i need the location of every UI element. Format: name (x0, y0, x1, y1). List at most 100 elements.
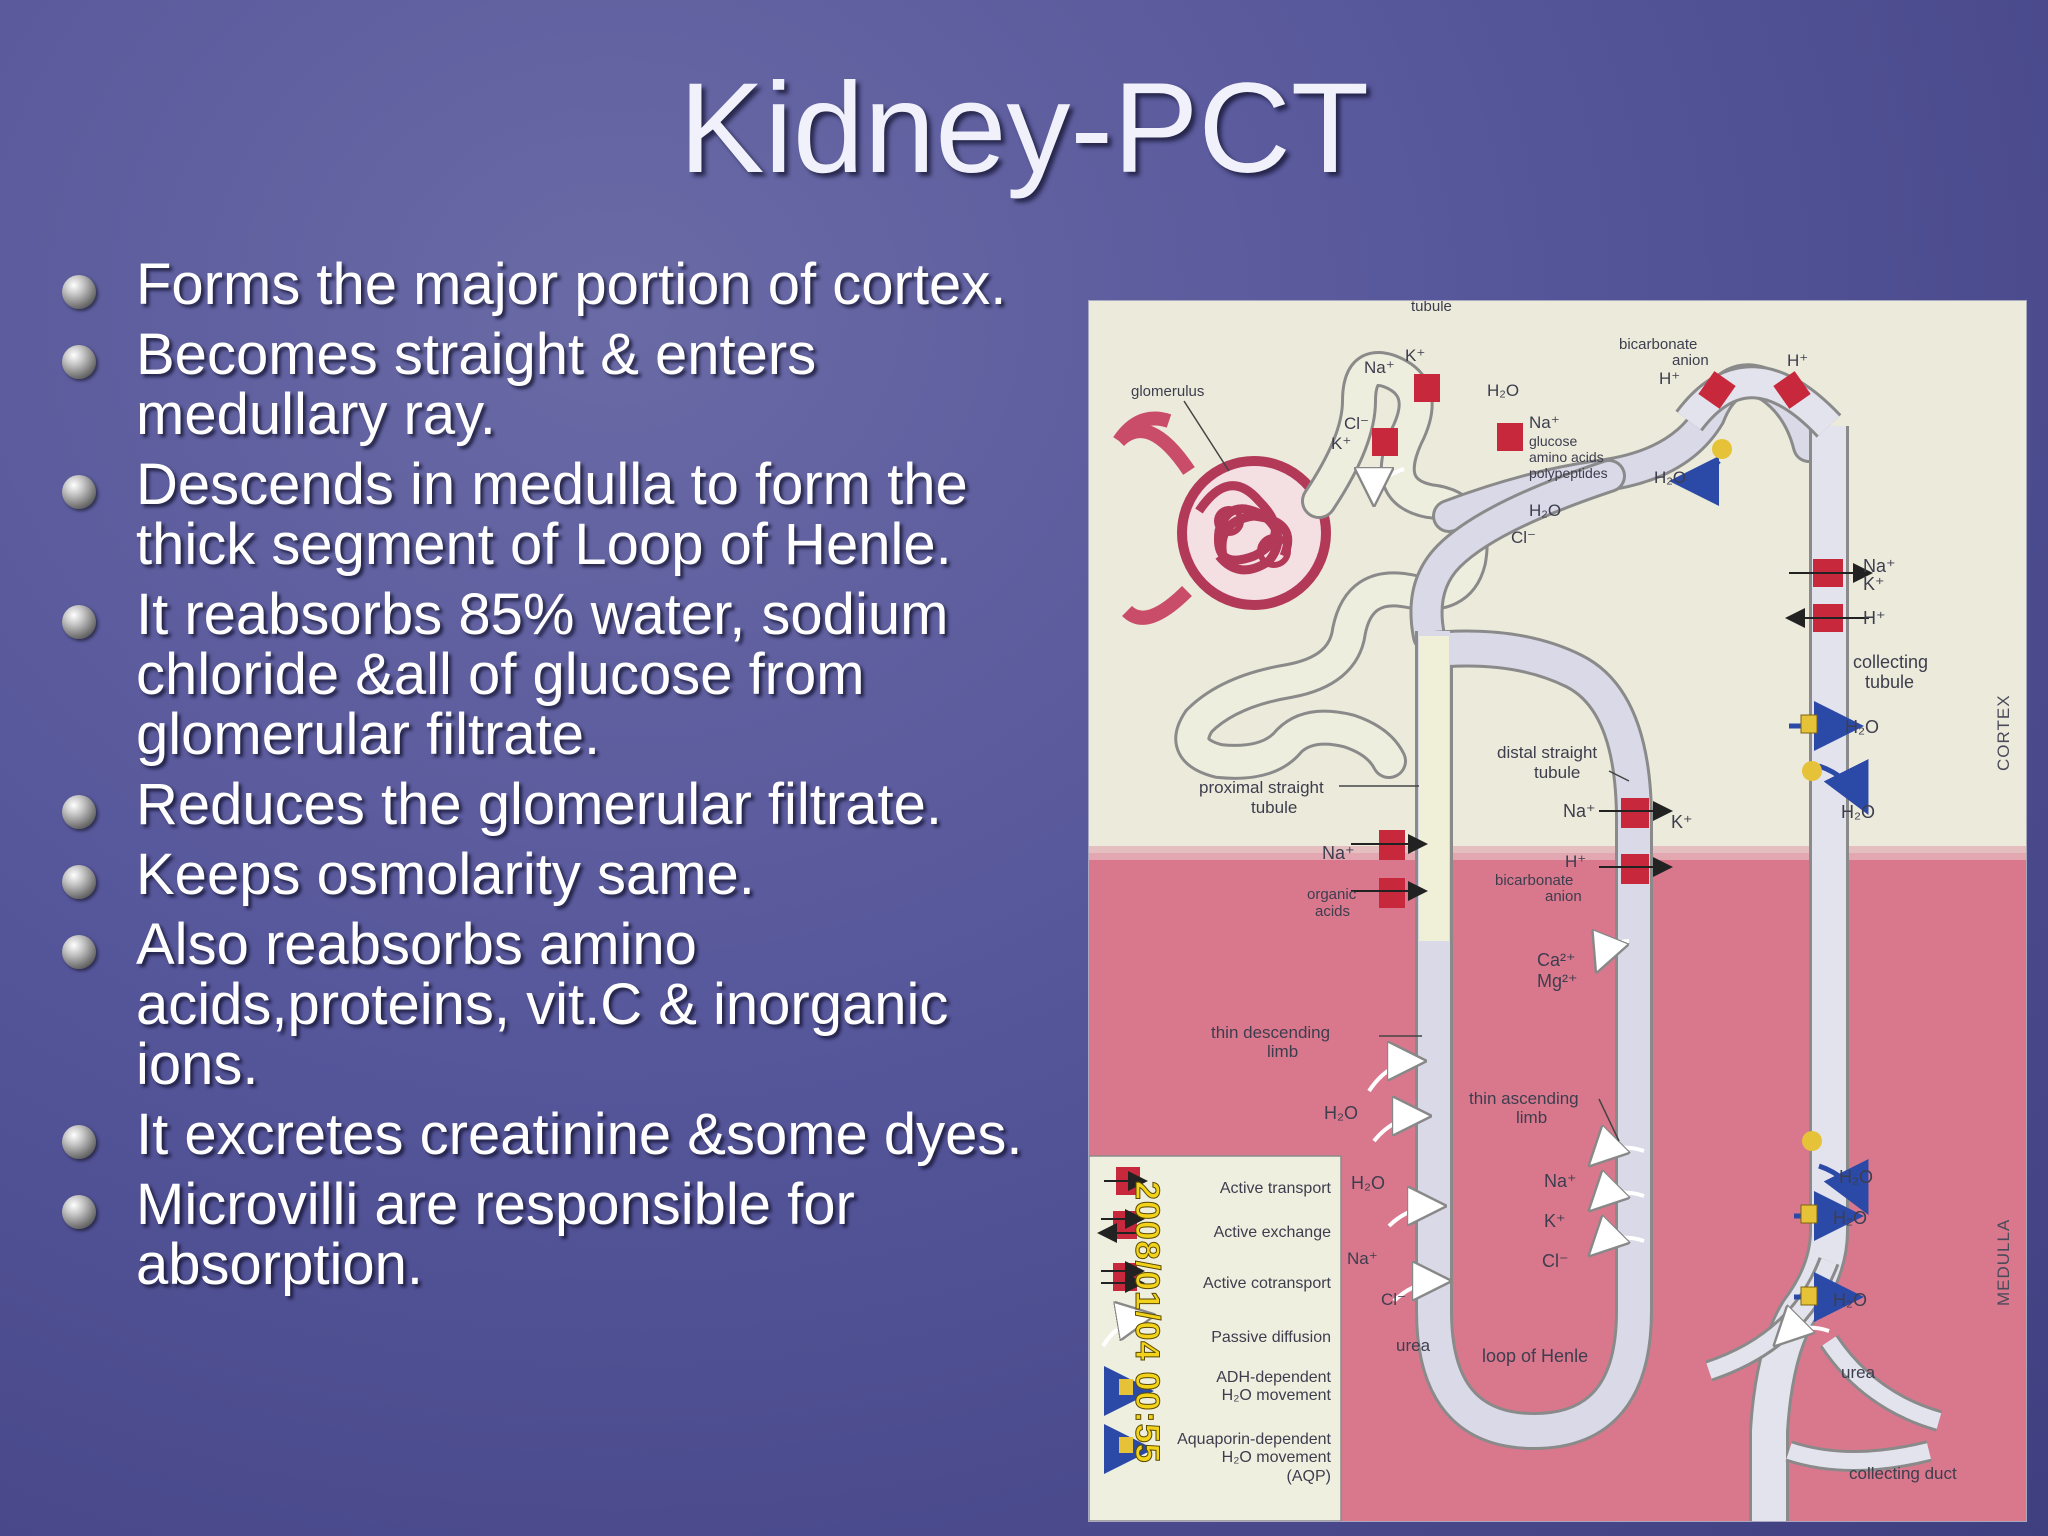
label-proximal-tubule: tubule (1251, 798, 1297, 817)
label-proximal-straight: proximal straight (1199, 778, 1324, 797)
label-k: K⁺ (1405, 346, 1425, 365)
label-cl: Cl⁻ (1344, 414, 1369, 433)
label-glomerulus: glomerulus (1131, 383, 1204, 400)
bullet-item: Forms the major portion of cortex. (62, 255, 1082, 315)
bullet-marker-icon (62, 1195, 96, 1229)
label-bicarbonate: bicarbonate (1495, 872, 1573, 889)
label-h2o: H₂O (1833, 1208, 1867, 1228)
label-k: K⁺ (1331, 434, 1351, 453)
label-mg: Mg²⁺ (1537, 971, 1578, 991)
label-h: H⁺ (1787, 351, 1808, 370)
legend-passive-diffusion-icon (1101, 1316, 1148, 1348)
label-ca: Ca²⁺ (1537, 950, 1576, 970)
bullet-text: Keeps osmolarity same. (136, 842, 755, 907)
label-collecting-duct: collecting duct (1849, 1464, 1957, 1483)
label-collecting: collecting (1853, 652, 1928, 672)
bullet-item: Descends in medulla to form the thick se… (62, 455, 1082, 575)
legend-aquaporin-dependent: Aquaporin-dependent (1177, 1431, 1331, 1448)
legend-h2o-movement: H₂O movement (1222, 1449, 1332, 1466)
bullet-marker-icon (62, 345, 96, 379)
label-bicarbonate: bicarbonate (1619, 336, 1697, 353)
label-cl: Cl⁻ (1542, 1251, 1569, 1271)
label-h2o: H₂O (1839, 1167, 1873, 1187)
label-na: Na⁺ (1529, 413, 1560, 432)
bullet-item: Also reabsorbs amino acids,proteins, vit… (62, 915, 1082, 1095)
label-distal-straight: distal straight (1497, 743, 1597, 762)
nephron-diagram: tubule glomerulus Na⁺ K⁺ Cl⁻ K⁺ H₂O Na⁺ … (1088, 300, 2027, 1522)
label-h2o: H₂O (1833, 1290, 1867, 1310)
label-h2o: H₂O (1529, 501, 1561, 520)
label-na: Na⁺ (1364, 358, 1395, 377)
label-loop-of-henle: loop of Henle (1482, 1346, 1588, 1366)
label-thin-descending: thin descending (1211, 1023, 1330, 1042)
label-polypeptides: polypeptides (1529, 465, 1608, 481)
bullet-list: Forms the major portion of cortex. Becom… (62, 255, 1082, 1295)
bullet-text: Also reabsorbs amino acids,proteins, vit… (136, 912, 949, 1097)
bullet-text: Microvilli are responsible for absorptio… (136, 1172, 855, 1297)
bullet-text: Reduces the glomerular filtrate. (136, 772, 942, 837)
bullet-item: Becomes straight & enters medullary ray. (62, 325, 1082, 445)
label-h2o: H₂O (1487, 381, 1519, 400)
label-h2o: H₂O (1324, 1103, 1358, 1123)
bullet-text: It excretes creatinine &some dyes. (136, 1102, 1023, 1167)
label-na: Na⁺ (1863, 556, 1896, 576)
bullet-marker-icon (62, 275, 96, 309)
legend-passive-diffusion: Passive diffusion (1211, 1329, 1331, 1346)
label-collecting-tubule: tubule (1865, 672, 1914, 692)
bullet-item: Keeps osmolarity same. (62, 845, 1082, 905)
bullet-text: Descends in medulla to form the thick se… (136, 452, 968, 577)
legend: Active transport Active exchange Active … (1089, 1155, 1342, 1521)
legend-h2o-movement: H₂O movement (1222, 1387, 1332, 1404)
bullet-text: Forms the major portion of cortex. (136, 252, 1007, 317)
legend-adh-dependent: ADH-dependent (1216, 1369, 1331, 1386)
label-glucose: glucose (1529, 433, 1577, 449)
bullet-item: Reduces the glomerular filtrate. (62, 775, 1082, 835)
label-na: Na⁺ (1544, 1171, 1577, 1191)
label-organic: organic (1307, 886, 1357, 903)
label-amino-acids: amino acids (1529, 449, 1604, 465)
bullet-item: Microvilli are responsible for absorptio… (62, 1175, 1082, 1295)
legend-active-transport: Active transport (1220, 1180, 1332, 1197)
bullet-marker-icon (62, 935, 96, 969)
label-h: H⁺ (1863, 608, 1886, 628)
label-cl: Cl⁻ (1381, 1290, 1406, 1309)
label-anion: anion (1672, 352, 1709, 369)
bullet-marker-icon (62, 865, 96, 899)
bullet-item: It excretes creatinine &some dyes. (62, 1105, 1082, 1165)
label-na: Na⁺ (1563, 801, 1596, 821)
label-h2o: H₂O (1654, 468, 1686, 487)
label-limb: limb (1267, 1042, 1298, 1061)
photo-timestamp: 2008/01/04 00:55 (1128, 1181, 1166, 1464)
label-h: H⁺ (1659, 369, 1680, 388)
label-limb: limb (1516, 1108, 1547, 1127)
label-tubule: tubule (1411, 301, 1452, 315)
label-h2o: H₂O (1841, 802, 1875, 822)
label-medulla: MEDULLA (1994, 1219, 2013, 1306)
glomerulus-icon (1113, 411, 1331, 625)
transport-arrows (1351, 563, 1873, 901)
label-thin-ascending: thin ascending (1469, 1089, 1579, 1108)
label-urea: urea (1396, 1336, 1431, 1355)
slide-title: Kidney-PCT (679, 57, 1369, 200)
bullet-marker-icon (62, 1125, 96, 1159)
bullet-marker-icon (62, 605, 96, 639)
bullet-text: It reabsorbs 85% water, sodium chloride … (136, 582, 949, 767)
label-urea: urea (1841, 1363, 1876, 1382)
legend-active-cotransport: Active cotransport (1203, 1275, 1332, 1292)
label-acids: acids (1315, 903, 1350, 920)
label-cl: Cl⁻ (1511, 528, 1536, 547)
label-na: Na⁺ (1322, 843, 1355, 863)
label-k: K⁺ (1671, 812, 1693, 832)
passive-diffusion-arrows (1369, 469, 1830, 1341)
label-distal-tubule: tubule (1534, 763, 1580, 782)
label-k: K⁺ (1544, 1211, 1566, 1231)
legend-aqp: (AQP) (1287, 1468, 1331, 1485)
bullet-marker-icon (62, 795, 96, 829)
active-transport-markers (1372, 371, 1843, 908)
bullet-text: Becomes straight & enters medullary ray. (136, 322, 817, 447)
label-h: H⁺ (1565, 852, 1586, 871)
label-k: K⁺ (1863, 574, 1885, 594)
label-anion: anion (1545, 888, 1582, 905)
bullet-item: It reabsorbs 85% water, sodium chloride … (62, 585, 1082, 765)
bullet-marker-icon (62, 475, 96, 509)
